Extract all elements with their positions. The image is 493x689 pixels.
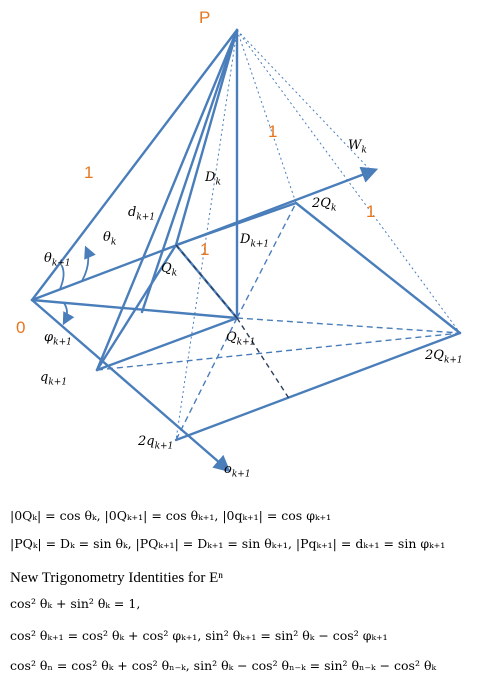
2qk1-point-label: 2Qk+1: [425, 348, 463, 366]
length-one-right-top: 1: [268, 122, 278, 141]
dotted-P-2qk1: [175, 29, 238, 441]
length-one-right: 1: [366, 202, 376, 221]
dotted-P-wk: [236, 29, 376, 176]
dashed-Qk1-2Qk: [236, 202, 297, 319]
wk-label: Wk: [348, 138, 367, 156]
dotted-P-2Qk: [236, 29, 297, 204]
formula-line-6: cos² θₙ = cos² θₖ + cos² θₙ₋ₖ, sin² θₖ −…: [10, 658, 437, 673]
edge-P-Qk: [174, 28, 239, 247]
origin-label: 0: [16, 318, 26, 337]
phi-k1-label: φk+1: [44, 330, 72, 348]
dk-label: Dk: [205, 170, 221, 188]
small-2qk1-label: 2qk+1: [138, 434, 174, 452]
2qk-point-label: 2Qk: [312, 196, 337, 214]
formula-line-1: |0Qₖ| = cos θₖ, |0Qₖ₊₁| = cos θₖ₊₁, |0qₖ…: [10, 508, 332, 523]
edge-qk1-Qk1: [95, 316, 239, 372]
apex-label: P: [199, 8, 211, 27]
dk1-label: dk+1: [128, 205, 156, 223]
ok1-label: ok+1: [224, 462, 251, 480]
theta-k1-label: θk+1: [44, 251, 71, 269]
arc-theta-k: [81, 245, 96, 282]
dotted-P-2Qk1: [236, 29, 461, 334]
dashed-0-2Qk1: [31, 299, 238, 319]
edge-Qk-base: [95, 243, 178, 372]
theta-k-label: θk: [103, 230, 117, 248]
dashed-Qk1-down: [236, 317, 291, 401]
formula-line-4: cos² θₖ + sin² θₖ = 1,: [10, 596, 141, 611]
qk-point-label: Qk: [161, 261, 178, 279]
dashed-Qk1-2Qk1: [236, 317, 461, 334]
formula-line-2: |PQₖ| = Dₖ = sin θₖ, |PQₖ₊₁| = Dₖ₊₁ = si…: [10, 536, 446, 551]
pyramid-diagram: [30, 28, 462, 473]
dashed-qk1-2Qk1: [96, 332, 461, 371]
edge-2Qk-2Qk1: [294, 201, 462, 335]
edge-P-0: [30, 28, 239, 302]
dk1-upper-label: Dk+1: [240, 232, 270, 250]
formula-heading: New Trigonometry Identities for Eⁿ: [10, 570, 224, 586]
edge-P-Dk1-mid: [140, 28, 239, 314]
edge-P-qk1: [95, 28, 239, 372]
axis-ok1: [30, 298, 231, 473]
small-qk1-label: qk+1: [40, 370, 68, 388]
dashed-Qk-Qk1-dark: [175, 244, 238, 319]
qk1-point-label: Qk+1: [226, 330, 256, 348]
length-one-center: 1: [200, 240, 210, 259]
arc-phi-k1: [62, 302, 75, 326]
edge-Qk-2Qk: [174, 201, 298, 247]
dashed-Qk1-2qk1: [175, 317, 238, 441]
arc-theta-k1: [59, 265, 65, 290]
edge-2Qk1-2qk1: [174, 331, 462, 442]
length-one-left: 1: [84, 163, 94, 182]
formula-line-5: cos² θₖ₊₁ = cos² θₖ + cos² φₖ₊₁, sin² θₖ…: [10, 628, 388, 643]
